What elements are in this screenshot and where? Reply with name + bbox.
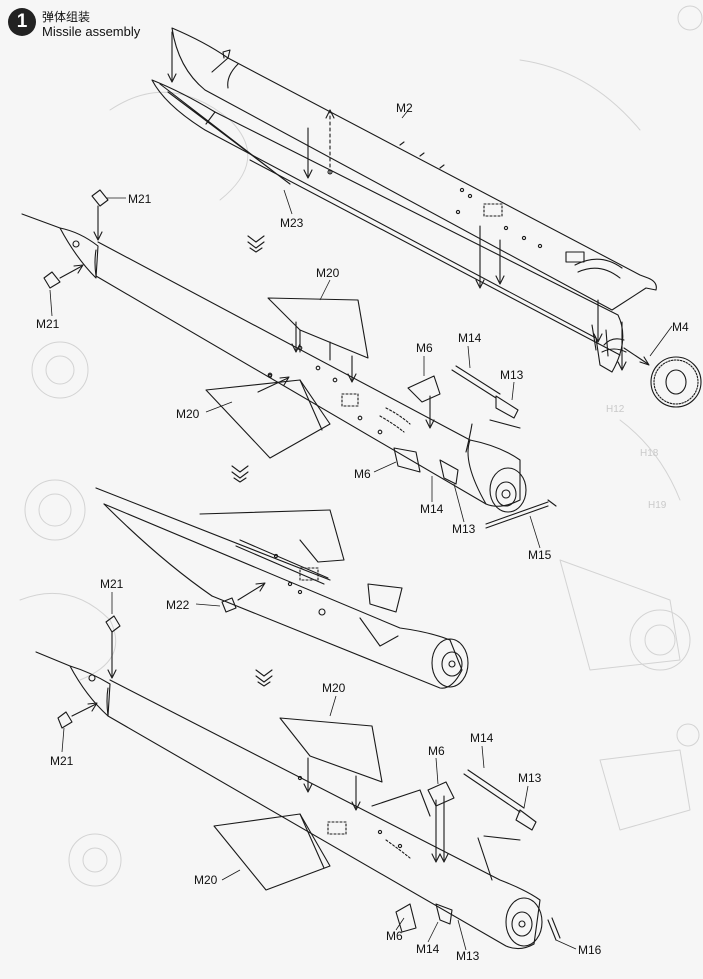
part-label-m6: M6 [416,341,433,355]
part-label-m13: M13 [452,522,476,536]
part-label-m15: M15 [528,548,552,562]
part-label-m21: M21 [36,317,60,331]
part-label-m20: M20 [322,681,346,695]
ghost-label: H18 [640,448,659,459]
part-label-m21: M21 [128,192,152,206]
step-title-chinese: 弹体组装 [42,10,91,24]
tail-ring-m4 [623,347,702,408]
missile-body-step4 [35,615,561,950]
part-label-m14: M14 [470,731,494,745]
part-label-m13: M13 [518,771,542,785]
step-title-english: Missile assembly [42,24,141,39]
part-label-m14: M14 [416,942,440,956]
part-label-m13: M13 [456,949,480,963]
part-label-m20: M20 [316,266,340,280]
part-label-m22: M22 [166,598,190,612]
step-number-badge: 1 [8,8,36,36]
part-label-m20: M20 [176,407,200,421]
part-label-m4: M4 [672,320,689,334]
part-label-m21: M21 [100,577,124,591]
part-label-m14: M14 [420,502,444,516]
part-label-m23: M23 [280,216,304,230]
part-label-m14: M14 [458,331,482,345]
part-label-m20: M20 [194,873,218,887]
part-label-m6: M6 [428,744,445,758]
part-label-m21: M21 [50,754,74,768]
ghost-label: H19 [648,500,667,511]
missile-body-step3 [95,487,469,689]
ghost-label: H12 [606,404,625,415]
part-label-m6: M6 [354,467,371,481]
missile-halves-m2 [151,27,657,373]
part-label-m6: M6 [386,929,403,943]
missile-body-step2 [21,189,557,529]
flow-chevrons [231,235,273,687]
part-label-m16: M16 [578,943,602,957]
part-label-m2: M2 [396,101,413,115]
part-label-m13: M13 [500,368,524,382]
